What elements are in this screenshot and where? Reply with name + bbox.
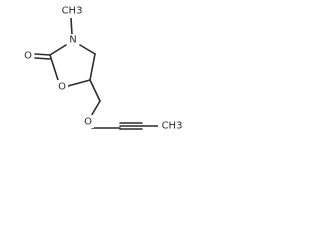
bond-n-c4 [79, 44, 96, 55]
bond-c5-ch2 [89, 79, 101, 102]
bond-c2-o-double-b [34, 57, 51, 60]
bond-c5-o1 [67, 79, 91, 87]
label-methyl-on-nitrogen: CH3 [62, 6, 83, 17]
label-ether-oxygen: O [84, 117, 92, 128]
molecule-structure: CH3 N O O O CH3 [22, 5, 186, 132]
label-carbonyl-oxygen: O [24, 51, 32, 62]
bond-c4-c5 [89, 53, 96, 81]
label-ring-oxygen: O [58, 82, 66, 93]
label-terminal-methyl: CH3 [162, 121, 183, 132]
label-nitrogen: N [69, 35, 76, 46]
bond-n-methyl [70, 17, 73, 36]
bond-o1-c2 [49, 54, 59, 81]
structure-diagram: CH3 N O O O CH3 [0, 0, 204, 170]
bond-n-c2 [49, 44, 67, 56]
bond-c2-o-double-a [34, 53, 51, 56]
